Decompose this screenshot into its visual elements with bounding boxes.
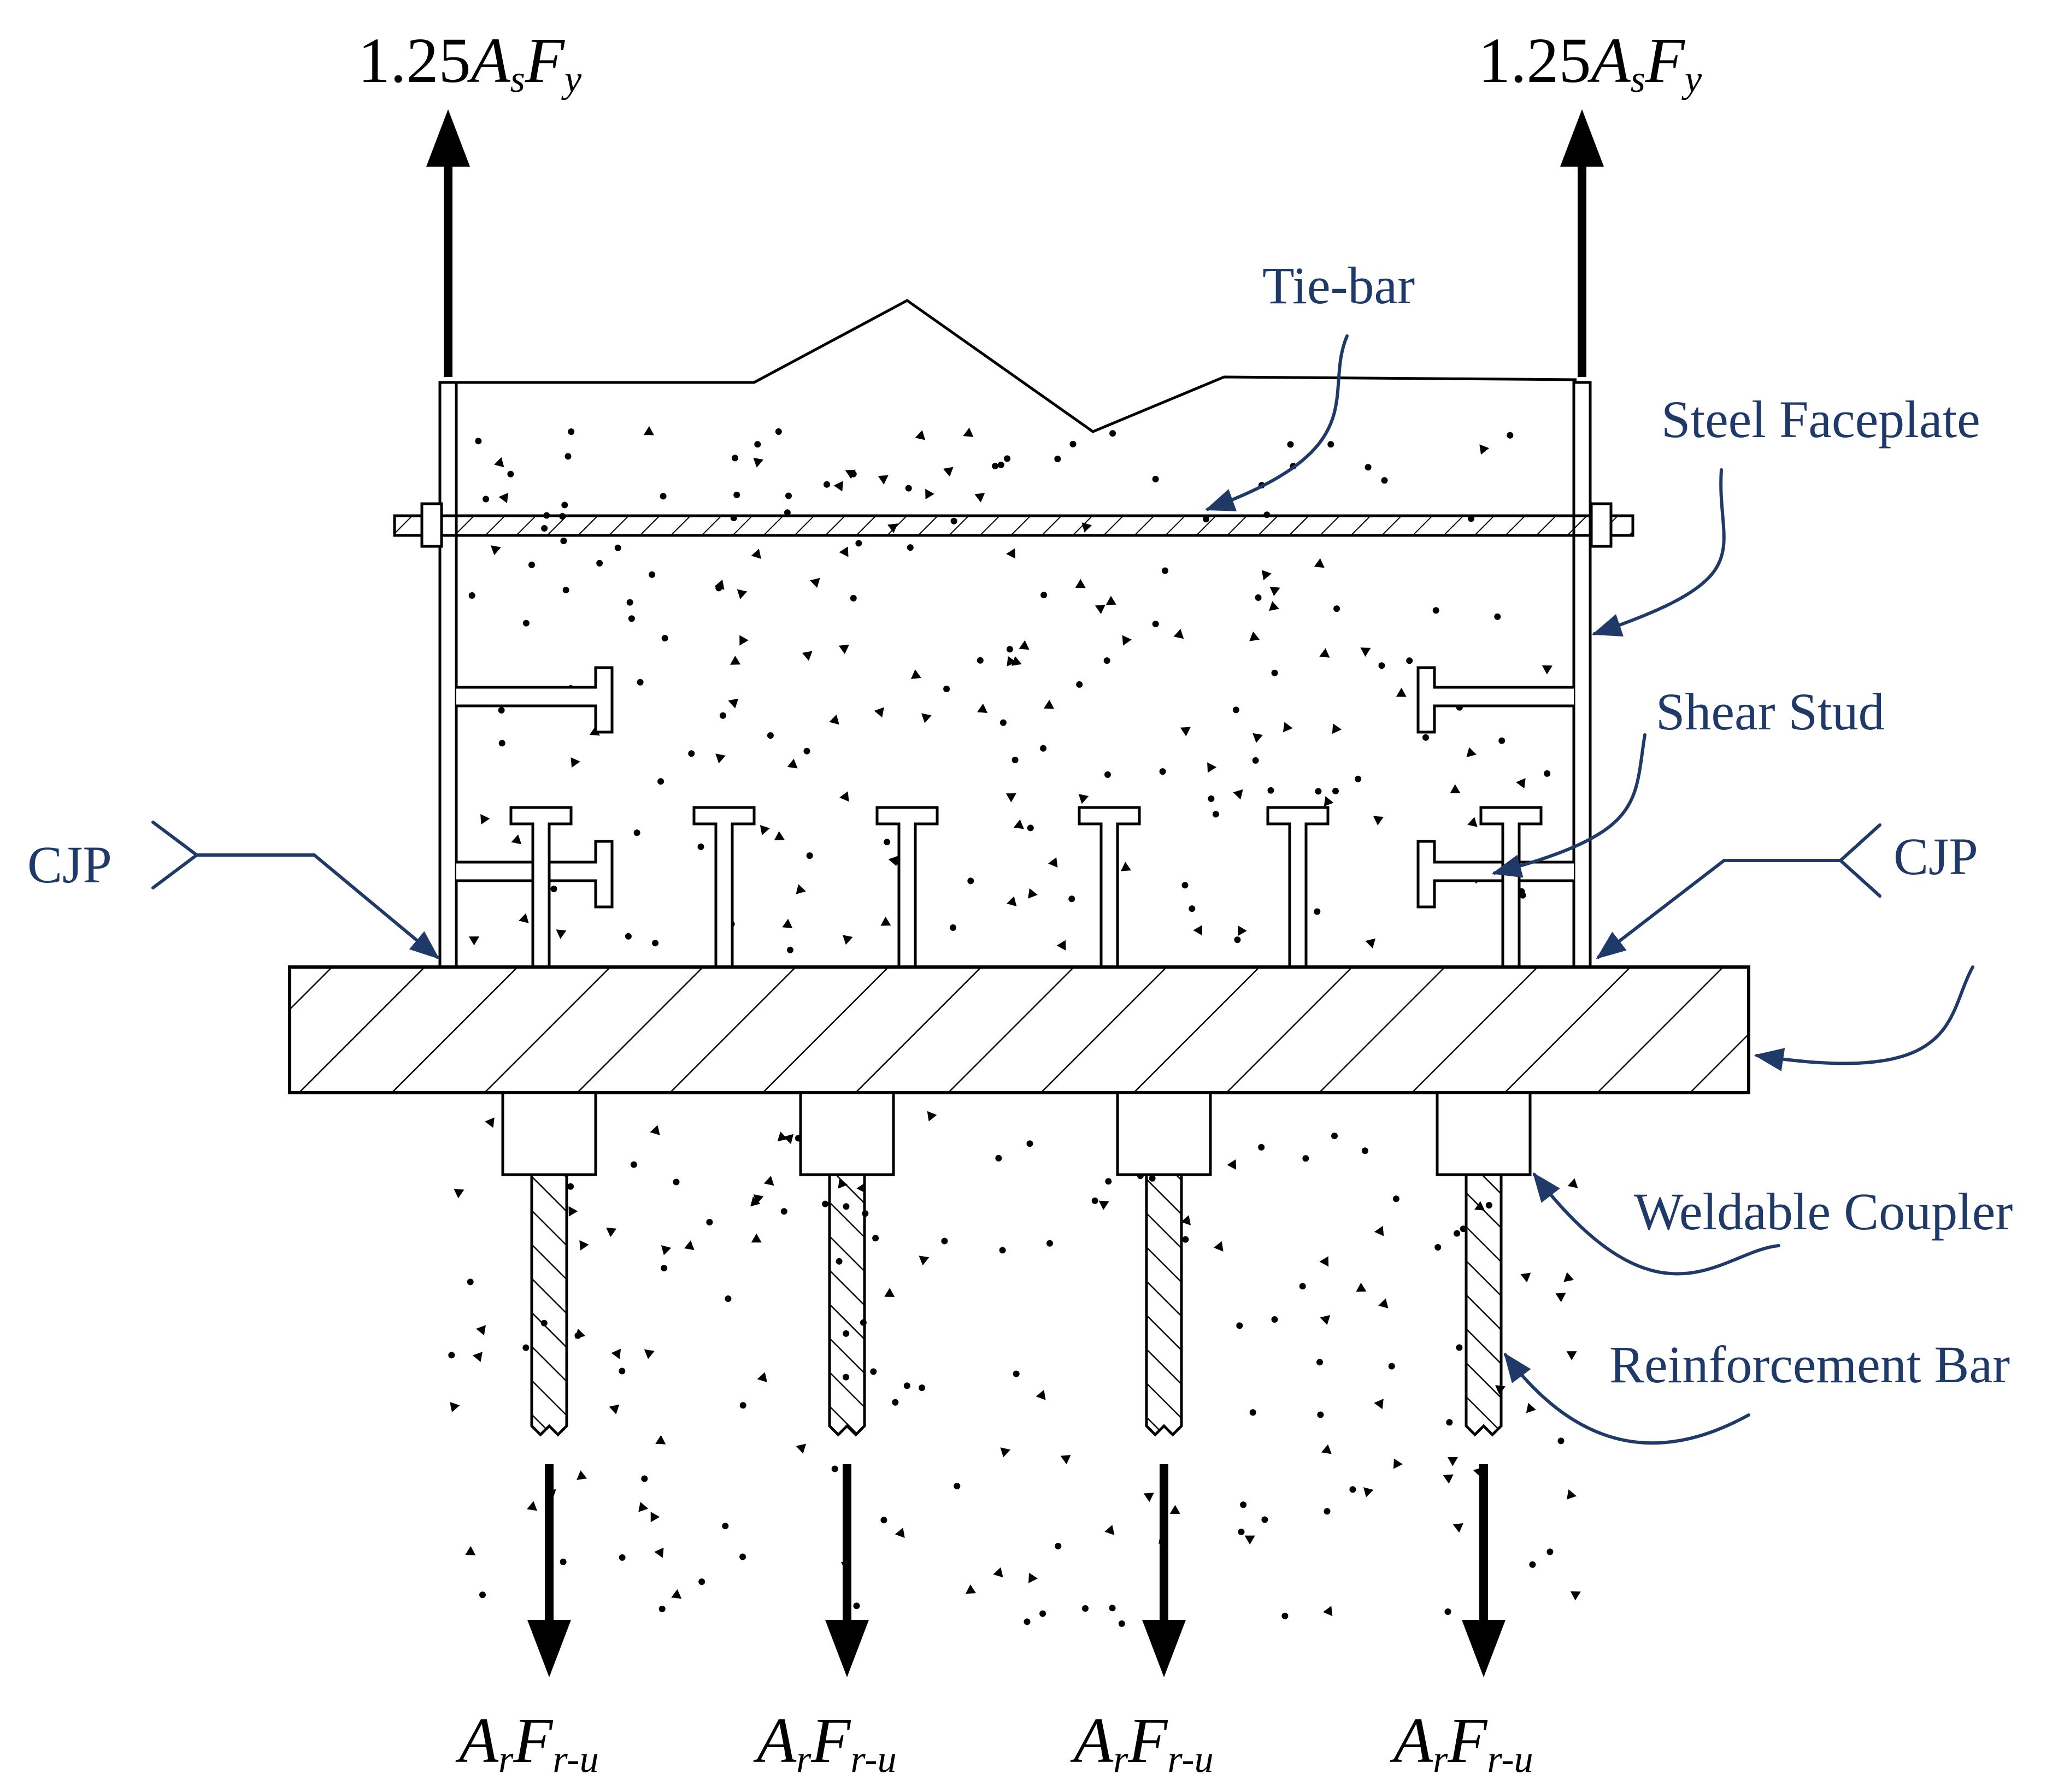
steel-faceplate-right xyxy=(1572,381,1592,969)
tie-bar xyxy=(393,502,1634,548)
leader-cjp-right xyxy=(1596,859,1842,959)
weldable-coupler-4 xyxy=(1436,1091,1532,1176)
steel-faceplates xyxy=(438,381,1592,969)
force-arrows xyxy=(426,109,1604,1677)
leader-base-plate xyxy=(1754,965,1974,1071)
force-arrowhead-bottom-1 xyxy=(527,1620,571,1677)
force-labels: 1.25AsFy 1.25AsFy ArFr-u ArFr-u ArFr-u ArFr… xyxy=(358,25,1702,1781)
force-arrowhead-bottom-3 xyxy=(1142,1620,1186,1677)
force-label-bottom-3: ArFr-u xyxy=(1070,1705,1214,1781)
reinforcement-bar-2 xyxy=(828,1173,866,1437)
tie-bar-nut-right xyxy=(1590,502,1613,548)
reinforcement-assemblies xyxy=(501,1091,1532,1437)
leader-weldable-coupler xyxy=(1532,1172,1780,1276)
shear-stud-vertical-1 xyxy=(509,806,573,967)
force-label-top-left: 1.25AsFy xyxy=(358,25,582,101)
label-cjp-left: CJP xyxy=(27,835,112,894)
shear-stud-vertical-5 xyxy=(1266,806,1330,967)
label-weldable-coupler: Weldable Coupler xyxy=(1634,1182,2013,1241)
steel-faceplate-left xyxy=(438,381,458,969)
force-arrowhead-top-left xyxy=(426,109,470,167)
base-plate xyxy=(288,965,1750,1094)
faceplate-shear-studs xyxy=(456,666,1574,909)
weldable-coupler-2 xyxy=(799,1091,895,1176)
leader-tie-bar xyxy=(1204,334,1349,511)
force-arrowhead-bottom-2 xyxy=(825,1620,869,1677)
shear-stud-vertical-4 xyxy=(1078,806,1141,967)
label-shear-stud: Shear Stud xyxy=(1656,682,1885,741)
tie-bar-nut-left xyxy=(420,502,443,548)
cjp-symbol-left xyxy=(151,821,199,889)
label-steel-faceplate: Steel Faceplate xyxy=(1661,390,1980,449)
label-reinforcement-bar: Reinforcement Bar xyxy=(1609,1335,2010,1394)
reinforcement-bar-3 xyxy=(1145,1173,1183,1437)
shear-stud-vertical-3 xyxy=(875,806,939,967)
cjp-symbol-right xyxy=(1838,823,1881,898)
leader-cjp-left xyxy=(195,853,440,959)
force-arrows-bottom xyxy=(527,1464,1506,1677)
force-label-bottom-1: ArFr-u xyxy=(455,1705,599,1781)
weldable-coupler-1 xyxy=(501,1091,597,1176)
force-label-bottom-2: ArFr-u xyxy=(753,1705,897,1781)
force-label-bottom-4: ArFr-u xyxy=(1390,1705,1533,1781)
shear-stud-vertical-2 xyxy=(692,806,756,967)
shear-stud-vertical-6 xyxy=(1479,806,1543,967)
force-arrowhead-top-right xyxy=(1560,109,1604,167)
reinforcement-bar-1 xyxy=(530,1173,568,1437)
leader-reinforcement-bar xyxy=(1503,1352,1750,1445)
base-plate-shear-studs xyxy=(509,806,1543,967)
shear-stud-right-upper xyxy=(1416,666,1574,734)
label-tie-bar: Tie-bar xyxy=(1262,256,1415,315)
weldable-coupler-3 xyxy=(1116,1091,1212,1176)
reinforcement-bar-4 xyxy=(1465,1173,1503,1437)
leader-shear-stud xyxy=(1491,733,1646,878)
concrete-outline xyxy=(448,299,1577,433)
force-label-top-right: 1.25AsFy xyxy=(1478,25,1702,101)
leader-steel-faceplate xyxy=(1591,468,1726,636)
label-cjp-right: CJP xyxy=(1893,827,1978,886)
callout-labels: Tie-bar Steel Faceplate Shear Stud CJP C… xyxy=(27,256,2013,1394)
shear-stud-left-upper xyxy=(456,666,614,734)
force-arrowhead-bottom-4 xyxy=(1462,1620,1506,1677)
callout-leaders xyxy=(151,334,1974,1445)
